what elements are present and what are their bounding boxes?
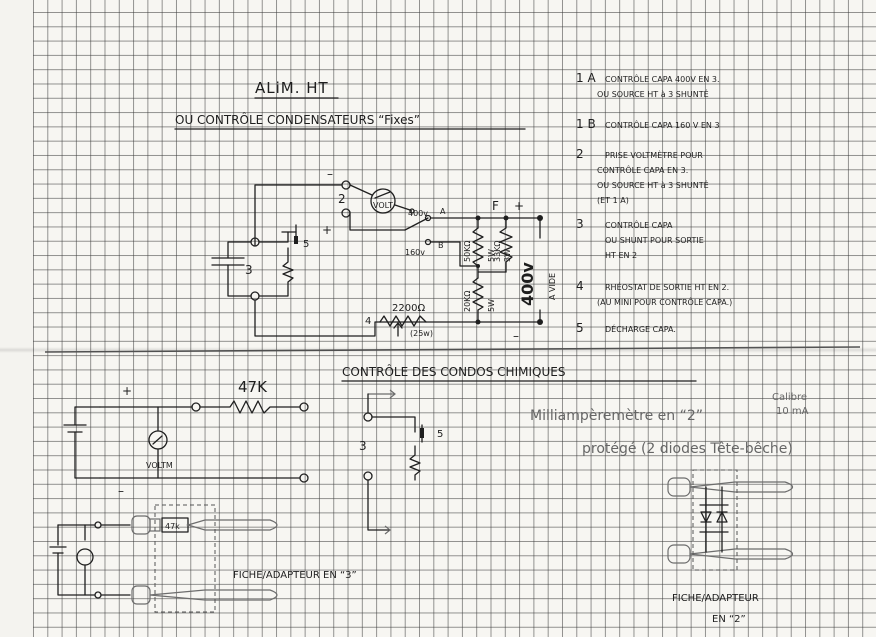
milliammeter-note: Milliampèremètre en “2”: [530, 408, 703, 424]
switch-a-label: A: [440, 207, 446, 216]
r2-value: 33KΩ: [493, 240, 502, 262]
legend-line: CONTRÔLE CAPA 400V EN 3.: [605, 73, 720, 84]
terminal-4-label: 4: [365, 316, 371, 327]
title-block: ALiM. HT OU CONTRÔLE CONDENSATEURS “Fixe…: [174, 79, 526, 130]
legend-line: DÉCHARGE CAPA.: [605, 323, 676, 334]
title: ALiM. HT: [255, 79, 329, 97]
legend-line: OU SOURCE HT à 3 SHUNTÉ: [597, 179, 709, 190]
rheostat-value: 2200Ω: [392, 303, 425, 314]
legend-line: (AU MINI POUR CONTRÔLE CAPA.): [597, 296, 732, 307]
output-minus: –: [513, 329, 519, 343]
diode-1-icon: [700, 511, 712, 523]
f-label: F: [492, 199, 499, 213]
legend-line: CONTRÔLE CAPA 160 V EN 3: [605, 119, 720, 130]
diode-2-icon: [716, 511, 728, 523]
lower-right-notes: Milliampèremètre en “2” protégé (2 diode…: [530, 392, 809, 625]
upper-circuit: – 2 + VOLT 400v A 160v B F +: [211, 167, 557, 343]
lower-minus: –: [118, 484, 124, 498]
switch-b-label: B: [438, 241, 444, 250]
terminal-2-bottom: [341, 208, 351, 218]
legend-number: 3: [576, 217, 584, 231]
calibre-label: Calibre: [772, 392, 807, 403]
adapter-resistor-label: 47k: [165, 522, 180, 531]
calibre-range: 10 mA: [776, 406, 809, 417]
rheostat-power: (25w): [410, 329, 433, 338]
protected-note: protégé (2 diodes Tête-bêche): [582, 441, 793, 457]
legend-line: HT EN 2: [605, 251, 637, 260]
legend-line: CONTRÔLE CAPA: [605, 219, 673, 230]
legend-line: CONTRÔLE CAPA EN 3.: [597, 164, 688, 175]
legend: 1 A CONTRÔLE CAPA 400V EN 3. OU SOURCE HT …: [576, 71, 732, 335]
adapter-2-caption-2: EN “2”: [712, 614, 746, 625]
voltm-label: VOLTM: [146, 461, 173, 470]
terminal-3-label: 3: [245, 263, 253, 277]
switch-a-voltage: 400v: [408, 209, 428, 218]
legend-line: OU SOURCE HT à 3 SHUNTÉ: [597, 88, 709, 99]
lower-left-circuit: + – VOLTM 47K 47k: [49, 378, 357, 613]
output-voltage: 400v: [518, 262, 537, 306]
adapter-2-caption-1: FICHE/ADAPTEUR: [672, 593, 759, 604]
legend-number: 2: [576, 147, 584, 161]
legend-line: OU SHUNT POUR SORTIE: [605, 236, 704, 245]
volt-label: VOLT: [373, 201, 393, 210]
r3-power: 5W: [487, 299, 496, 312]
legend-line: PRISE VOLTMÈTRE POUR: [605, 149, 703, 160]
legend-number: 5: [576, 321, 584, 335]
switch-b-voltage: 160v: [405, 248, 425, 257]
legend-number: 1 B: [576, 117, 596, 131]
legend-line: RHÉOSTAT DE SORTIE HT EN 2.: [605, 281, 729, 292]
switch-5-label: 5: [303, 239, 309, 250]
output-plus: +: [514, 199, 524, 213]
minus-label: –: [327, 167, 333, 181]
adapter-3-caption: FICHE/ADAPTEUR EN “3”: [233, 570, 357, 581]
r3-value: 20KΩ: [463, 290, 472, 312]
legend-number: 1 A: [576, 71, 596, 85]
voltmeter-icon: [370, 188, 396, 214]
legend-number: 4: [576, 279, 584, 293]
plus-label: +: [322, 223, 332, 237]
section2-title: CONTRÔLE DES CONDOS CHIMIQUES: [342, 364, 565, 379]
lower-middle-circuit: 3 5: [359, 389, 443, 535]
terminal-2-label: 2: [338, 192, 346, 206]
legend-line: (ET 1 A): [597, 196, 629, 205]
r1-power: 5W: [487, 249, 496, 262]
resistor-47k: 47K: [238, 378, 268, 396]
r1-value: 50KΩ: [463, 240, 472, 262]
lower-switch-5: 5: [437, 429, 443, 440]
lower-terminal-3: 3: [359, 439, 367, 453]
lower-plus: +: [122, 384, 132, 398]
terminal-3-bottom: [250, 291, 260, 301]
subtitle: OU CONTRÔLE CONDENSATEURS “Fixes”: [175, 112, 420, 127]
output-vide: A VIDE: [548, 273, 557, 300]
terminal-2-top: [341, 180, 351, 190]
